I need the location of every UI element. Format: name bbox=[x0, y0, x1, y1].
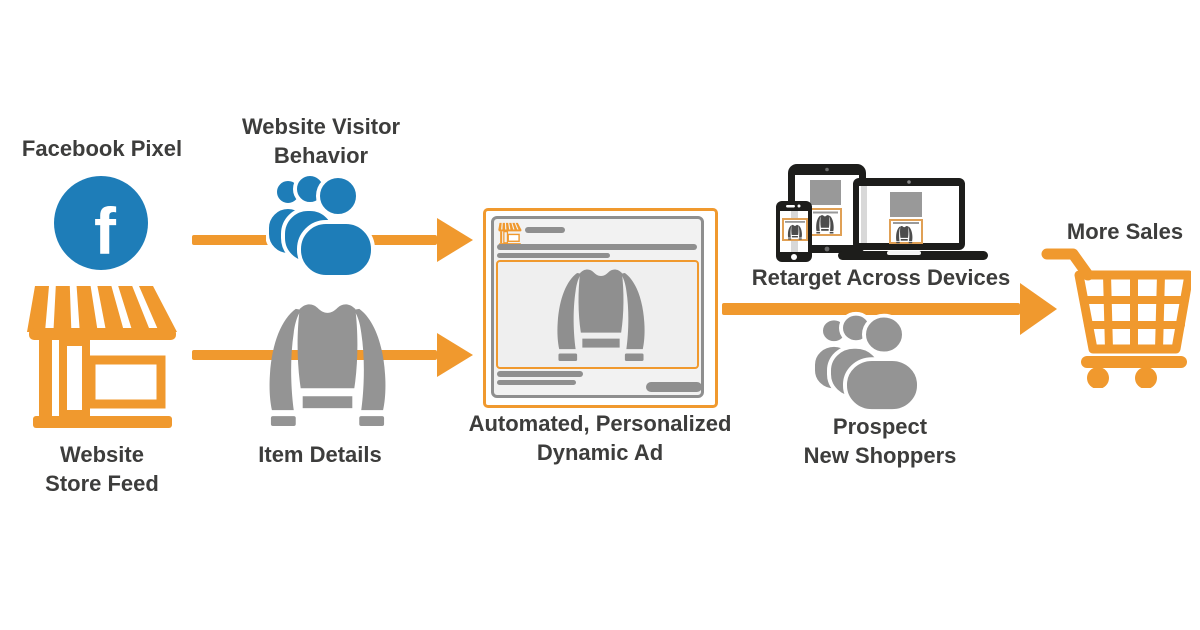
dynamic-ad-label: Automated, Personalized Dynamic Ad bbox=[458, 409, 742, 467]
store-feed-label-line1: Website bbox=[60, 442, 144, 467]
dynamic-ad-label-line2: Dynamic Ad bbox=[536, 440, 664, 465]
store-feed-label: Website Store Feed bbox=[0, 440, 206, 498]
facebook-icon: f bbox=[54, 176, 148, 270]
ad-sweater-icon bbox=[557, 269, 645, 362]
more-sales-label: More Sales bbox=[1066, 219, 1184, 244]
smartphone-icon bbox=[776, 201, 812, 262]
retarget-label: Retarget Across Devices bbox=[751, 265, 1011, 290]
ad-caption-line-2 bbox=[497, 380, 576, 385]
ad-text-line-2 bbox=[497, 253, 610, 258]
arrow-head bbox=[1020, 283, 1057, 335]
ad-page-name-bar bbox=[525, 227, 565, 233]
arrow-head bbox=[437, 218, 473, 262]
item-details-label: Item Details bbox=[258, 442, 382, 467]
arrow-ad-to-sales bbox=[722, 283, 1057, 335]
visitors-group-icon bbox=[266, 172, 375, 278]
tablet-icon bbox=[788, 164, 866, 253]
devices-icon bbox=[776, 164, 988, 262]
prospect-label-line1: Prospect bbox=[832, 414, 928, 439]
storefront-icon bbox=[25, 280, 180, 428]
visitor-behavior-label-line2: Behavior bbox=[273, 143, 369, 168]
visitor-behavior-label-line1: Website Visitor bbox=[241, 114, 401, 139]
prospect-label: Prospect New Shoppers bbox=[775, 412, 985, 470]
ad-text-line-1 bbox=[497, 244, 697, 250]
laptop-icon bbox=[838, 178, 988, 260]
sweater-icon bbox=[269, 304, 386, 427]
shopping-cart-icon bbox=[1041, 248, 1191, 388]
ad-caption-line-1 bbox=[497, 371, 583, 377]
ad-product-image bbox=[496, 260, 699, 369]
ad-store-icon bbox=[497, 222, 523, 245]
facebook-pixel-label: Facebook Pixel bbox=[21, 136, 183, 161]
prospect-label-line2: New Shoppers bbox=[803, 443, 957, 468]
ad-cta-button bbox=[646, 382, 702, 392]
arrow-head bbox=[437, 333, 473, 377]
arrow-shaft bbox=[722, 303, 1020, 315]
facebook-letter: f bbox=[94, 194, 117, 268]
ad-card bbox=[491, 216, 704, 398]
dynamic-ad-mockup bbox=[483, 208, 718, 408]
visitor-behavior-label: Website Visitor Behavior bbox=[216, 112, 426, 170]
dynamic-ad-label-line1: Automated, Personalized bbox=[468, 411, 732, 436]
shoppers-group-icon bbox=[812, 311, 921, 412]
store-feed-label-line2: Store Feed bbox=[45, 471, 159, 496]
